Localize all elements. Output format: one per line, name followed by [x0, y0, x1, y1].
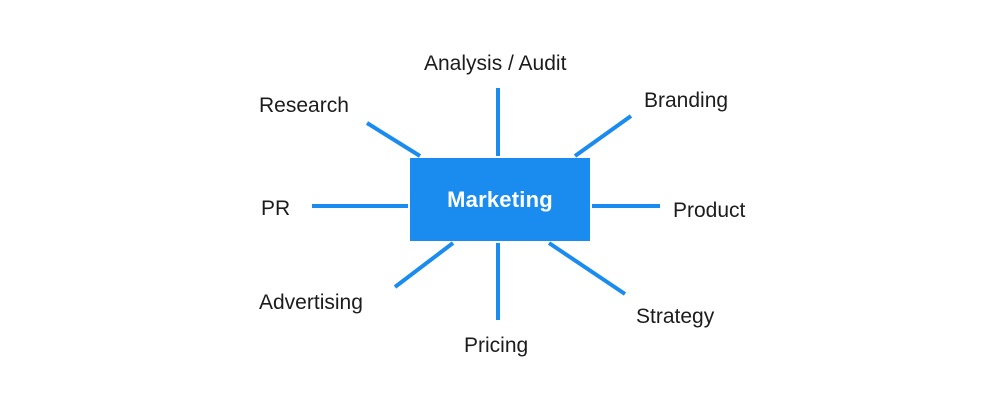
node-label-advertising: Advertising	[259, 291, 363, 314]
connector-strategy	[547, 241, 627, 296]
center-node: Marketing	[410, 158, 590, 241]
connector-advertising	[393, 241, 455, 289]
node-label-pr: PR	[261, 197, 291, 220]
node-label-pricing: Pricing	[464, 334, 529, 357]
center-node-label: Marketing	[447, 186, 553, 212]
node-label-product: Product	[673, 199, 746, 222]
connector-branding	[573, 114, 633, 158]
connector-research	[365, 121, 422, 158]
node-label-branding: Branding	[644, 89, 729, 112]
node-label-analysis-audit: Analysis / Audit	[424, 52, 567, 75]
node-label-research: Research	[259, 94, 349, 117]
node-label-strategy: Strategy	[636, 305, 715, 328]
